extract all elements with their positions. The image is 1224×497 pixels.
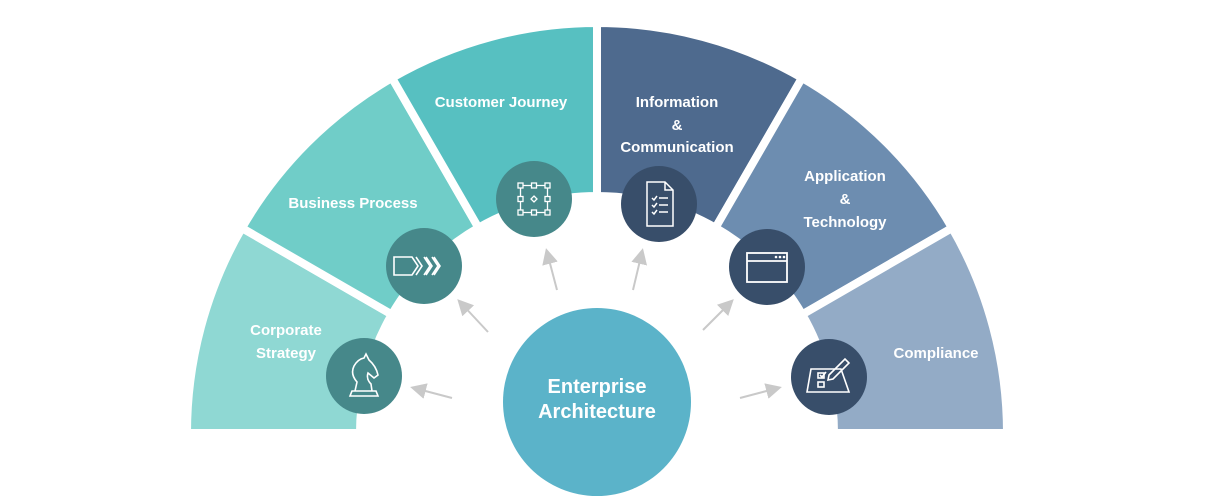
icon-circle xyxy=(326,338,402,414)
segment-label: Communication xyxy=(620,139,733,156)
arrow-to-customer-journey xyxy=(542,248,558,291)
checklist-document-icon xyxy=(621,166,697,242)
center-label-line1: Enterprise xyxy=(548,376,647,398)
chess-knight-icon xyxy=(326,338,402,414)
segment-label: Strategy xyxy=(256,345,317,362)
center-node: Enterprise Architecture xyxy=(503,308,691,496)
icon-circle xyxy=(386,228,462,304)
arrow-to-compliance xyxy=(739,383,782,399)
checklist-document-icon-glyph xyxy=(646,181,674,227)
segment-label: Information xyxy=(636,94,719,111)
arrow-to-application-technology xyxy=(702,299,734,331)
icon-circle xyxy=(496,161,572,237)
arrow-to-business-process xyxy=(457,299,489,333)
center-circle xyxy=(503,308,691,496)
segment-label: Compliance xyxy=(893,345,978,362)
process-chevrons-icon xyxy=(386,228,462,304)
segment-label: & xyxy=(840,191,851,208)
segment-label: Corporate xyxy=(250,322,322,339)
chess-knight-icon-glyph xyxy=(348,352,380,397)
journey-map-icon xyxy=(496,161,572,237)
signed-form-icon-glyph xyxy=(806,357,851,393)
icon-circle xyxy=(729,229,805,305)
segment-label: Technology xyxy=(803,214,887,231)
segment-label: Customer Journey xyxy=(435,94,568,111)
segment-label: & xyxy=(672,117,683,134)
arrow-to-information-communication xyxy=(631,248,648,291)
process-chevrons-icon-glyph xyxy=(393,256,441,276)
signed-form-icon xyxy=(791,339,867,415)
arrow-to-corporate-strategy xyxy=(410,383,453,399)
segment-label: Business Process xyxy=(288,195,417,212)
segment-label: Application xyxy=(804,168,886,185)
journey-map-icon-glyph xyxy=(517,182,551,216)
browser-window-icon-glyph xyxy=(746,252,788,283)
icon-circle xyxy=(621,166,697,242)
center-label-line2: Architecture xyxy=(538,401,656,423)
browser-window-icon xyxy=(729,229,805,305)
